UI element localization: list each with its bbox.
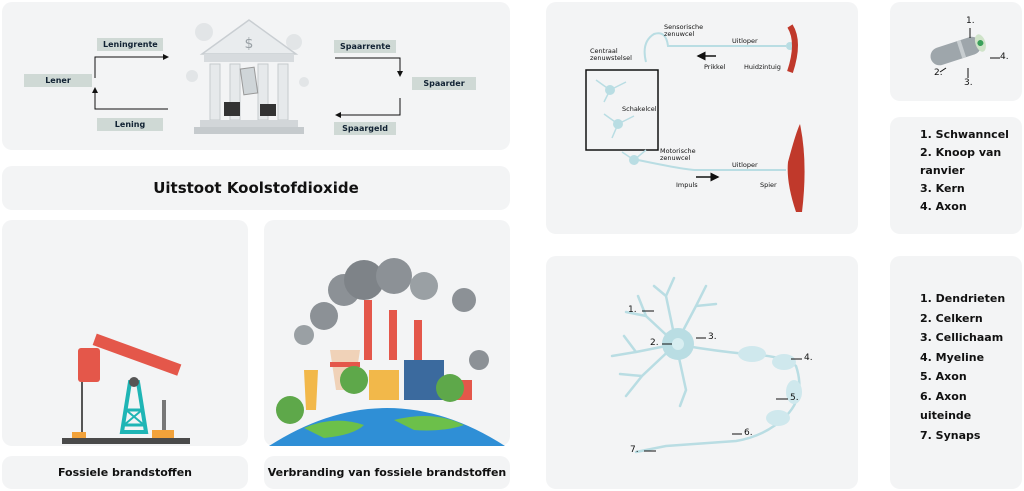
neuron-card: 1. 2. 3. 4. 5. 6. 7. <box>546 256 858 489</box>
label-lener: Lener <box>24 74 92 87</box>
label-uitloper-top: Uitloper <box>732 37 758 45</box>
neuron-legend-item: 7. Synaps <box>920 428 981 442</box>
pollution-earth-illustration <box>269 258 505 446</box>
neuron-legend-item: 4. Myeline <box>920 350 985 364</box>
axon-legend-card: 1. Schwanncel 2. Knoop van ranvier 3. Ke… <box>890 117 1022 234</box>
neuron-label-6: 6. <box>744 428 753 438</box>
axon-segment-card: 1. 2. 3. 4. <box>890 2 1022 101</box>
label-impuls: Impuls <box>676 181 698 189</box>
label-huidzintuig: Huidzintuig <box>744 63 781 71</box>
label-sensorisch: Sensorische zenuwcel <box>664 23 704 38</box>
axon-legend-item: 3. Kern <box>920 182 965 195</box>
label-leningrente: Leningrente <box>97 38 163 51</box>
burning-card <box>264 220 510 446</box>
axon-legend-item: 4. Axon <box>920 200 967 213</box>
bank-flow-arrows <box>92 54 403 118</box>
neuron-legend-item: 6. Axon uiteinde <box>920 389 972 423</box>
axon-legend-item: 2. Knoop van ranvier <box>920 146 1002 177</box>
neuron-legend-list: 1. Dendrieten 2. Celkern 3. Cellichaam 4… <box>920 289 1020 445</box>
neuron-label-7: 7. <box>630 445 639 455</box>
neuron-legend-card: 1. Dendrieten 2. Celkern 3. Cellichaam 4… <box>890 256 1022 489</box>
neuron-label-3: 3. <box>708 332 717 342</box>
label-schakelcel: Schakelcel <box>622 105 657 113</box>
burning-caption: Verbranding van fossiele brandstoffen <box>267 466 507 479</box>
bank-loan-card: Lener Leningrente Lening Spaarrente Spaa… <box>2 2 510 150</box>
label-centraal: Centraal zenuwstelsel <box>590 47 632 62</box>
label-uitloper-bottom: Uitloper <box>732 161 758 169</box>
neuron-label-4: 4. <box>804 353 813 363</box>
axon-label-4: 4. <box>1000 52 1009 62</box>
label-spier: Spier <box>760 181 777 189</box>
bank-building-illustration: $ <box>186 19 309 134</box>
fossil-fuel-card <box>2 220 248 446</box>
co2-title-card: Uitstoot Koolstofdioxide <box>2 166 510 210</box>
burning-caption-card: Verbranding van fossiele brandstoffen <box>264 456 510 489</box>
axon-legend-item: 1. Schwanncel <box>920 128 1009 141</box>
oil-pump-illustration <box>62 333 190 444</box>
co2-title: Uitstoot Koolstofdioxide <box>153 179 359 197</box>
neuron-label-2: 2. <box>650 338 659 348</box>
axon-legend-list: 1. Schwanncel 2. Knoop van ranvier 3. Ke… <box>920 126 1020 216</box>
neuron-legend-item: 1. Dendrieten <box>920 292 1006 305</box>
dollar-sign: $ <box>245 36 254 52</box>
label-motorisch: Motorische zenuwcel <box>660 147 696 162</box>
label-prikkel: Prikkel <box>704 63 726 71</box>
neuron-legend-item: 2. Celkern <box>920 311 983 325</box>
label-lening: Lening <box>97 118 163 131</box>
fossil-caption: Fossiele brandstoffen <box>57 466 192 479</box>
neuron-illustration <box>610 276 802 454</box>
neuron-label-5: 5. <box>790 393 799 403</box>
reflex-arc-card: Sensorische zenuwcel Uitloper Centraal z… <box>546 2 858 234</box>
neuron-label-1: 1. <box>628 305 637 315</box>
axon-label-1: 1. <box>966 16 975 26</box>
neuron-legend-item: 3. Cellichaam <box>920 331 1004 344</box>
neuron-legend-item: 5. Axon <box>920 370 967 383</box>
label-spaargeld: Spaargeld <box>334 122 396 135</box>
fossil-caption-card: Fossiele brandstoffen <box>2 456 248 489</box>
axon-label-3: 3. <box>964 78 973 88</box>
axon-segment-illustration <box>930 28 1000 78</box>
label-spaarder: Spaarder <box>412 77 476 90</box>
label-spaarrente: Spaarrente <box>334 40 396 53</box>
axon-label-2: 2. <box>934 68 943 78</box>
reflex-arc-diagram <box>585 24 805 212</box>
